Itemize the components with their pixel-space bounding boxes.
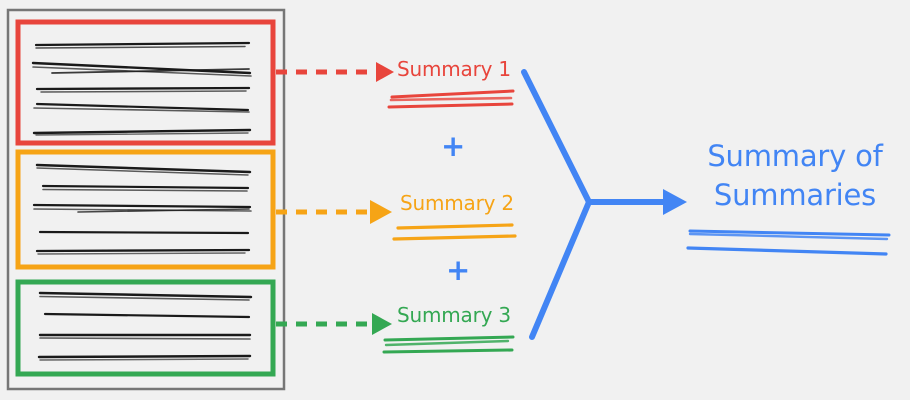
merge-arrow [521,69,669,340]
chunk-1-arrow-head [376,62,394,82]
source-document-frame [6,8,286,391]
chunk-2-text-lines [32,163,252,255]
chunk-3-box[interactable] [15,279,276,377]
chunk-2-box[interactable] [15,149,276,270]
summary-1-underline [387,89,515,109]
chunk-2-group[interactable] [15,149,392,270]
chunk-3-group[interactable] [15,279,392,377]
chunk-1-box[interactable] [15,19,276,146]
chunk-3-arrow-head [372,313,392,335]
chunk-1-text-lines [31,41,252,136]
summary-3-underline [382,335,515,354]
final-underline [686,229,891,256]
final-output-label-line-2: Summaries [713,178,877,212]
summary-3-label: Summary 3 [397,303,511,327]
merge-arrow-head [663,189,687,215]
chunk-1-group[interactable] [15,19,394,146]
final-output-label-line-1: Summary of [707,139,883,173]
summary-2-underline [392,223,517,241]
plus-operator-2: + [446,253,471,287]
plus-operator-1: + [441,129,466,163]
final-output-label: Summary of Summaries [700,137,890,215]
summary-2-label: Summary 2 [400,191,514,215]
chunk-2-arrow-head [370,200,392,224]
chunk-3-text-lines [37,291,253,361]
summary-1-label: Summary 1 [397,57,511,81]
